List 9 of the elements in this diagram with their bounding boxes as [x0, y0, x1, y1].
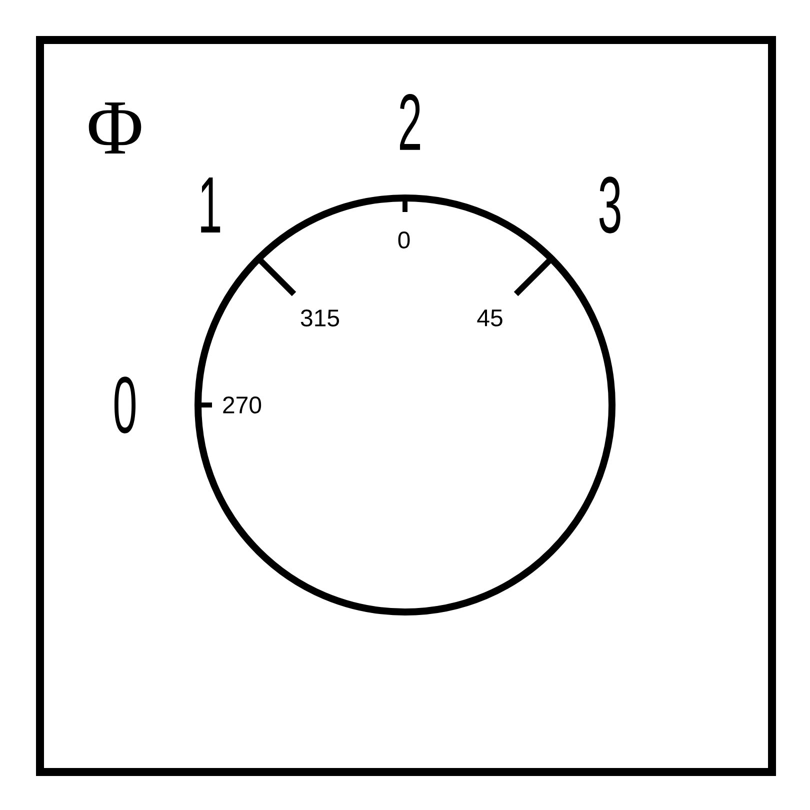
position-number: 0	[114, 376, 136, 434]
phase-symbol: Φ	[88, 102, 142, 154]
position-number: 2	[400, 94, 420, 150]
angle-label: 45	[477, 310, 502, 326]
angle-label: 270	[223, 396, 262, 414]
angle-label: 315	[300, 310, 340, 326]
position-number: 1	[201, 177, 220, 232]
angle-label: 0	[398, 232, 410, 248]
position-number: 3	[599, 176, 620, 234]
